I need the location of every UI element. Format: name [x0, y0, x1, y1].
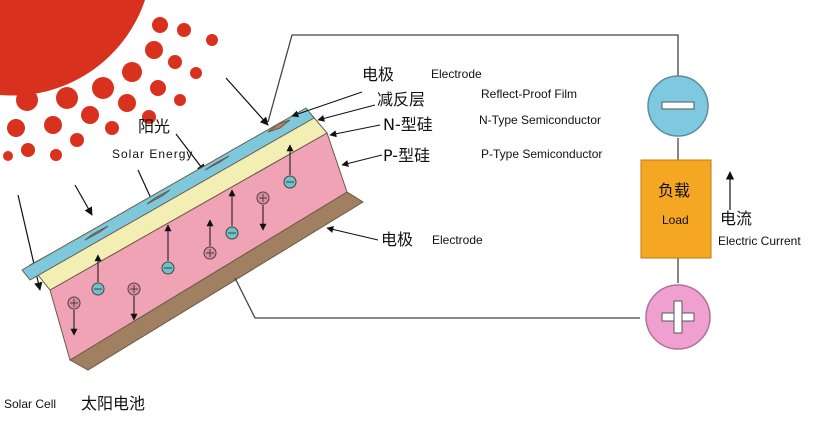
label-electrode-top-cn: 电极 [362, 65, 394, 84]
cell-layers [21, 107, 364, 371]
hole [127, 282, 141, 296]
label-ntype-en: N-Type Semiconductor [479, 113, 601, 127]
label-cell-en: Solar Cell [4, 397, 56, 411]
electron [91, 282, 105, 296]
hole [256, 191, 270, 205]
label-ptype-cn: P-型硅 [383, 146, 430, 165]
sun-rays [3, 17, 218, 161]
anti-reflect-layer [21, 107, 315, 281]
electron [283, 175, 297, 189]
label-cell-cn: 太阳电池 [81, 394, 145, 413]
label-reflect-cn: 减反层 [377, 90, 425, 109]
top-electrodes [84, 119, 291, 241]
load-box [640, 159, 712, 259]
label-solar-cn: 阳光 [138, 117, 170, 136]
circuit-wires [234, 34, 679, 319]
label-load-cn: 负载 [658, 181, 690, 200]
negative-terminal [647, 75, 709, 137]
carriers [67, 175, 297, 310]
label-electrode-bottom-en: Electrode [432, 233, 483, 247]
label-ptype-en: P-Type Semiconductor [481, 147, 602, 161]
electron [225, 226, 239, 240]
positive-terminal [645, 284, 711, 350]
hole [67, 296, 81, 310]
hole [203, 246, 217, 260]
label-reflect-en: Reflect-Proof Film [481, 87, 577, 101]
carrier-arrows [70, 144, 294, 336]
label-solar-en: Solar Energy [112, 147, 193, 161]
label-pointers [291, 91, 383, 241]
electron [161, 261, 175, 275]
label-load-en: Load [662, 213, 689, 227]
label-current-cn: 电流 [720, 209, 752, 228]
sun-icon [0, 0, 145, 96]
label-current-en: Electric Current [718, 234, 801, 248]
label-electrode-top-en: Electrode [431, 67, 482, 81]
label-electrode-bottom-cn: 电极 [381, 230, 413, 249]
label-ntype-cn: N-型硅 [383, 115, 433, 134]
